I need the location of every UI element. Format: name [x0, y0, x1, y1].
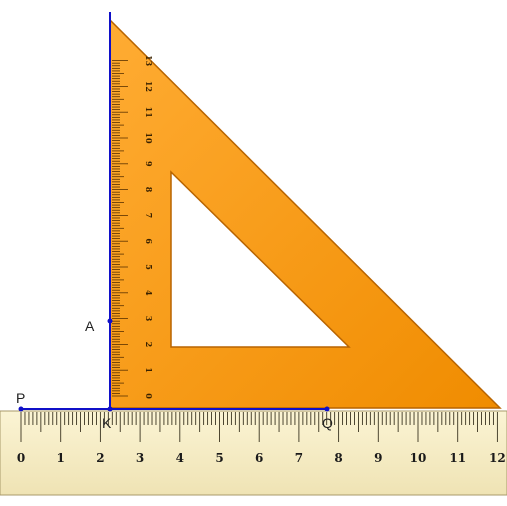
set-square-number: 11: [144, 107, 154, 118]
point-k[interactable]: [107, 406, 113, 412]
set-square-number: 3: [144, 316, 154, 322]
ruler-number: 1: [57, 451, 65, 465]
label-k: K: [102, 415, 112, 431]
ruler-number: 7: [295, 451, 303, 465]
point-a[interactable]: [107, 318, 113, 324]
ruler-number: 2: [96, 451, 104, 465]
set-square-number: 2: [144, 342, 154, 348]
set-square-body: [109, 18, 502, 409]
ruler-body: [0, 410, 507, 496]
set-square-number: 12: [144, 81, 154, 92]
point-q[interactable]: [324, 406, 330, 412]
set-square-number: 8: [144, 187, 154, 193]
set-square-ticks: [112, 60, 128, 397]
ruler-number: 4: [176, 451, 184, 465]
set-square-number: 4: [144, 290, 154, 296]
ruler-number: 0: [17, 451, 25, 465]
label-a: A: [85, 318, 95, 334]
ruler-ticks: [20, 412, 498, 442]
set-square-number: 13: [144, 55, 154, 67]
set-square-number: 0: [144, 393, 154, 399]
set-square-number: 1: [144, 367, 154, 373]
ruler-number: 11: [449, 451, 466, 465]
set-square-number: 5: [144, 264, 154, 270]
ruler-number: 10: [410, 451, 427, 465]
label-p: P: [16, 390, 25, 406]
set-square-number: 7: [144, 213, 154, 219]
ruler-number: 8: [334, 451, 342, 465]
ruler-number: 12: [489, 451, 506, 465]
ruler-number: 5: [215, 451, 223, 465]
point-p[interactable]: [18, 406, 24, 412]
set-square-number: 10: [144, 132, 154, 144]
set-square-number: 9: [144, 161, 154, 167]
ruler-number: 9: [374, 451, 382, 465]
ruler-number: 6: [255, 451, 263, 465]
label-q: Q: [322, 415, 333, 431]
set-square-number: 6: [144, 238, 154, 244]
ruler-number: 3: [136, 451, 144, 465]
